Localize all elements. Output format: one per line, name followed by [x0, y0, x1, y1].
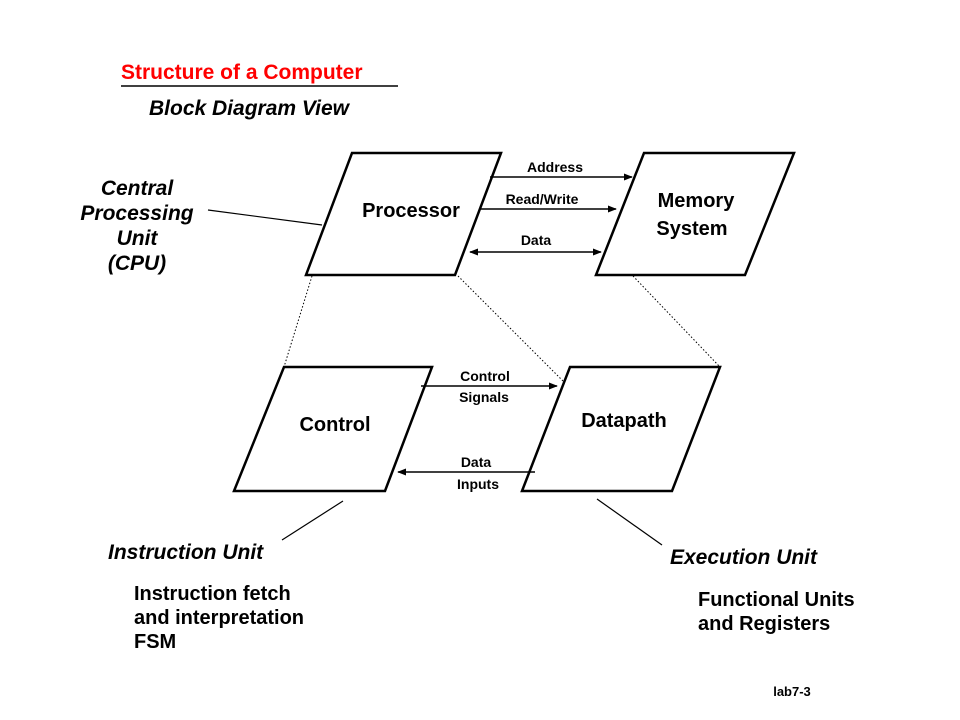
processor-box: [304, 151, 503, 277]
cpu-label-line-2: Processing: [80, 202, 193, 225]
address-label: Address: [527, 159, 583, 175]
cpu-leader-line: [207, 209, 323, 226]
instruction-unit-leader-line: [281, 500, 344, 541]
control-box: [232, 365, 434, 493]
instruction-unit-title: Instruction Unit: [108, 541, 264, 564]
datapath-label: Datapath: [581, 410, 667, 432]
instruction-unit-desc-line-2: and interpretation: [134, 607, 304, 629]
cpu-label: Central Processing Unit (CPU): [80, 177, 193, 275]
instruction-unit-desc-line-3: FSM: [134, 631, 176, 653]
control-signals-label-line-2: Signals: [459, 389, 509, 405]
instruction-unit-desc-line-1: Instruction fetch: [134, 583, 291, 605]
page-title: Structure of a Computer: [121, 61, 363, 84]
data-inputs-label-line-1: Data: [461, 454, 492, 470]
execution-unit-desc-line-2: and Registers: [698, 613, 830, 635]
dotted-connector-memory-datapath: [632, 275, 721, 368]
memory-label-line-1: Memory: [658, 190, 736, 212]
data-label: Data: [521, 232, 552, 248]
dotted-connector-processor-control: [283, 275, 313, 368]
execution-unit-desc-line-1: Functional Units: [698, 589, 855, 611]
memory-label-line-2: System: [656, 218, 727, 240]
page-subtitle: Block Diagram View: [149, 97, 351, 120]
execution-unit-leader-line: [596, 498, 663, 546]
data-inputs-label-line-2: Inputs: [457, 476, 499, 492]
processor-label: Processor: [362, 200, 460, 222]
execution-unit-title: Execution Unit: [670, 546, 818, 569]
memory-box: [594, 151, 796, 277]
cpu-label-line-1: Central: [101, 177, 175, 200]
page-footer: lab7-3: [773, 684, 811, 699]
read-write-label: Read/Write: [506, 191, 579, 207]
cpu-label-line-4: (CPU): [108, 252, 166, 275]
control-label: Control: [299, 414, 370, 436]
cpu-label-line-3: Unit: [117, 227, 159, 250]
control-signals-label-line-1: Control: [460, 368, 510, 384]
datapath-box: [520, 365, 722, 493]
